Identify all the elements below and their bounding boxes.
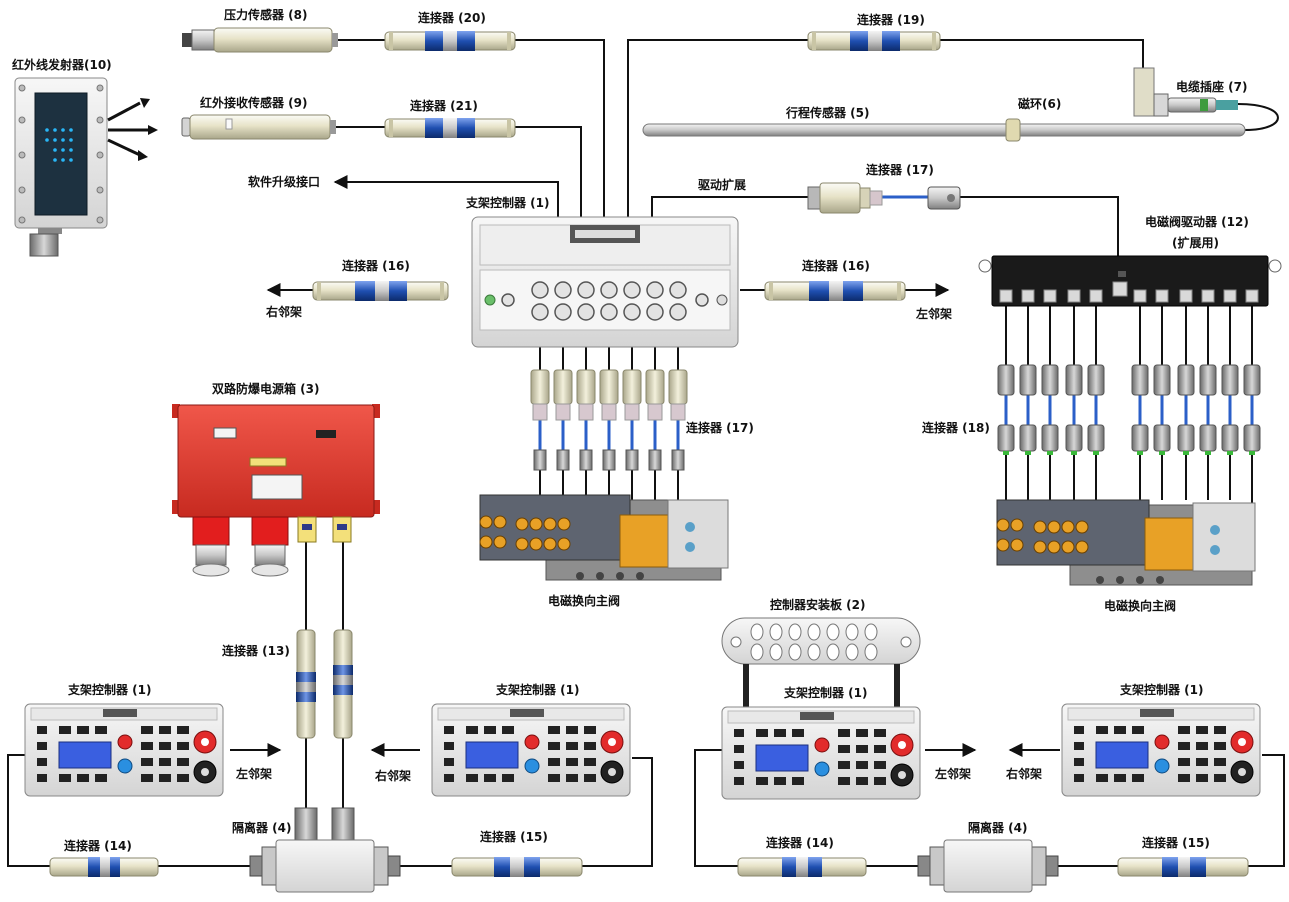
label-left-neighbor-b3: 左邻架 <box>935 767 972 781</box>
label-left-neighbor-b1: 左邻架 <box>236 767 273 781</box>
label-right-neighbor-top: 右邻架 <box>266 305 303 319</box>
label-isolator-right: 隔离器 (4) <box>968 821 1028 835</box>
vertical-connector-18 <box>1041 364 1059 455</box>
vertical-connector-17 <box>576 369 596 471</box>
vertical-connectors-17 <box>530 369 688 471</box>
vertical-connector-17 <box>645 369 665 471</box>
label-main-valve-left: 电磁换向主阀 <box>548 594 621 608</box>
vertical-connector-17 <box>599 369 619 471</box>
support-controller-top <box>471 216 739 348</box>
ir-receiver-sensor <box>181 114 336 140</box>
bottom-support-controller <box>24 703 224 797</box>
label-magnet-ring: 磁环(6) <box>1018 97 1062 111</box>
vertical-connector-18 <box>1131 364 1149 455</box>
label-ir-receiver: 红外接收传感器 (9) <box>200 96 308 110</box>
label-connector-16-left: 连接器 (16) <box>342 259 410 273</box>
label-connector-17-mid: 连接器 (17) <box>686 421 754 435</box>
label-support-controller-b2: 支架控制器 (1) <box>496 683 580 697</box>
vertical-connector-18 <box>1243 364 1261 455</box>
label-pressure-sensor: 压力传感器 (8) <box>224 8 308 22</box>
label-connector-14-left: 连接器 (14) <box>64 839 132 853</box>
cable-socket <box>1133 67 1238 117</box>
label-connector-18: 连接器 (18) <box>922 421 990 435</box>
label-drive-ext: 驱动扩展 <box>698 178 747 192</box>
connector-13 <box>296 629 353 739</box>
vertical-connector-18 <box>1177 364 1195 455</box>
label-mount-plate: 控制器安装板 (2) <box>770 598 866 612</box>
vertical-connector-17 <box>622 369 642 471</box>
label-power-box: 双路防爆电源箱 (3) <box>212 382 320 396</box>
label-left-neighbor-top: 左邻架 <box>916 307 953 321</box>
label-connector-17-top: 连接器 (17) <box>866 163 934 177</box>
main-valve-left <box>479 494 729 581</box>
label-connector-13: 连接器 (13) <box>222 644 290 658</box>
stroke-sensor <box>642 118 1246 142</box>
bottom-support-controller <box>721 706 921 800</box>
label-main-valve-right: 电磁换向主阀 <box>1104 599 1177 613</box>
vertical-connector-18 <box>1087 364 1105 455</box>
vertical-connector-18 <box>1019 364 1037 455</box>
label-support-controller-b3: 支架控制器 (1) <box>784 686 868 700</box>
label-support-controller-top: 支架控制器 (1) <box>466 196 550 210</box>
bottom-support-controller <box>1061 703 1261 797</box>
controller-mounting-plate <box>721 617 921 708</box>
label-right-neighbor-b4: 右邻架 <box>1006 767 1043 781</box>
vertical-connector-17 <box>530 369 550 471</box>
label-support-controller-b1: 支架控制器 (1) <box>68 683 152 697</box>
label-ir-emitter: 红外线发射器(10) <box>12 58 112 72</box>
bottom-support-controller <box>431 703 631 797</box>
label-right-neighbor-b2: 右邻架 <box>375 769 412 783</box>
label-connector-19: 连接器 (19) <box>857 13 925 27</box>
label-cable-socket: 电缆插座 (7) <box>1176 80 1248 94</box>
vertical-connector-18 <box>1221 364 1239 455</box>
vertical-connector-18 <box>997 364 1015 455</box>
horizontal-connectors <box>49 31 1249 877</box>
vertical-connector-17 <box>668 369 688 471</box>
vertical-connectors-18 <box>997 364 1261 455</box>
hose-lines <box>539 455 1253 505</box>
vertical-connector-17 <box>553 369 573 471</box>
wiring-lines <box>7 39 1285 867</box>
label-connector-16-right: 连接器 (16) <box>802 259 870 273</box>
vertical-connector-18 <box>1153 364 1171 455</box>
vertical-connector-18 <box>1065 364 1083 455</box>
pressure-sensor <box>182 27 338 53</box>
label-connector-21: 连接器 (21) <box>410 99 478 113</box>
label-software-port: 软件升级接口 <box>248 175 321 189</box>
label-support-controller-b4: 支架控制器 (1) <box>1120 683 1204 697</box>
label-connector-15-left: 连接器 (15) <box>480 830 548 844</box>
label-connector-14-right: 连接器 (14) <box>766 836 834 850</box>
label-connector-20: 连接器 (20) <box>418 11 486 25</box>
ir-emitter <box>14 77 158 257</box>
blue-hoses <box>538 195 1254 450</box>
bottom-support-controllers <box>24 703 1261 800</box>
label-valve-driver: 电磁阀驱动器 (12) <box>1145 215 1249 229</box>
main-valve-right <box>996 499 1256 586</box>
vertical-connector-18 <box>1199 364 1217 455</box>
isolator-right <box>917 839 1059 893</box>
label-isolator-left: 隔离器 (4) <box>232 821 292 835</box>
explosion-proof-power-box <box>172 404 380 577</box>
label-stroke-sensor: 行程传感器 (5) <box>786 106 870 120</box>
label-valve-driver-ext: (扩展用) <box>1172 236 1219 250</box>
isolator-left <box>249 807 401 893</box>
label-connector-15-right: 连接器 (15) <box>1142 836 1210 850</box>
solenoid-valve-driver <box>978 255 1282 307</box>
